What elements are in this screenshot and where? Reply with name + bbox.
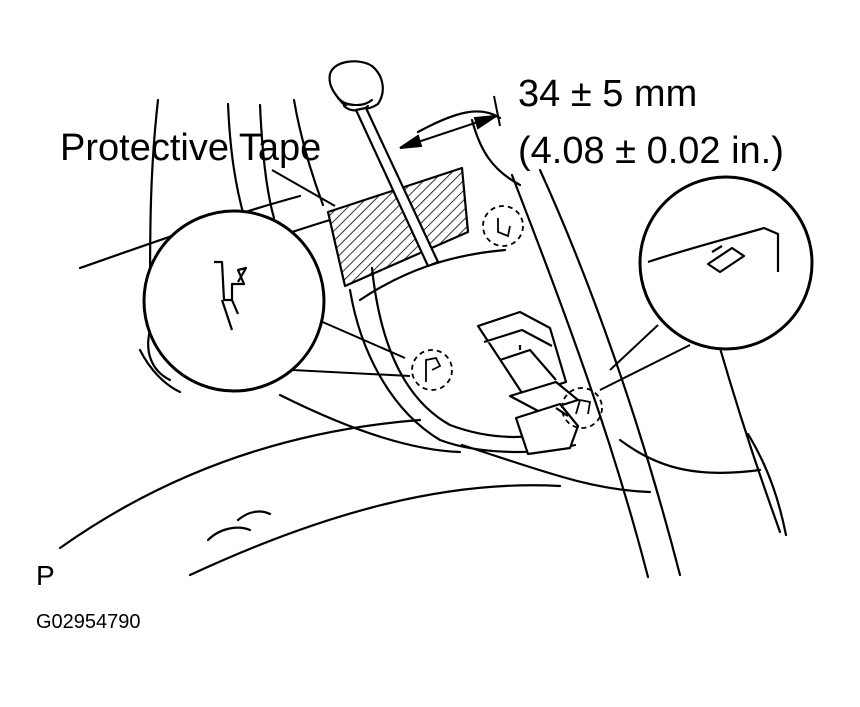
detail-callout-left <box>142 209 411 393</box>
switch-block <box>476 310 580 456</box>
dimension-arrow <box>399 95 501 149</box>
screwdriver-tool <box>328 60 440 268</box>
protective-tape-band <box>326 166 470 288</box>
detail-callout-right <box>599 175 814 391</box>
tape-leader-line <box>271 169 336 207</box>
figure-code-label: G02954790 <box>36 611 141 633</box>
view-marker-label: P <box>36 560 55 591</box>
clip-marker-left <box>411 349 453 391</box>
protective-tape-label: Protective Tape <box>60 127 322 169</box>
clip-marker-right <box>561 387 603 429</box>
dimension-mm-label: 34 ± 5 mm <box>518 73 698 115</box>
dimension-in-label: (4.08 ± 0.02 in.) <box>518 130 784 172</box>
clip-marker-top <box>482 205 524 247</box>
